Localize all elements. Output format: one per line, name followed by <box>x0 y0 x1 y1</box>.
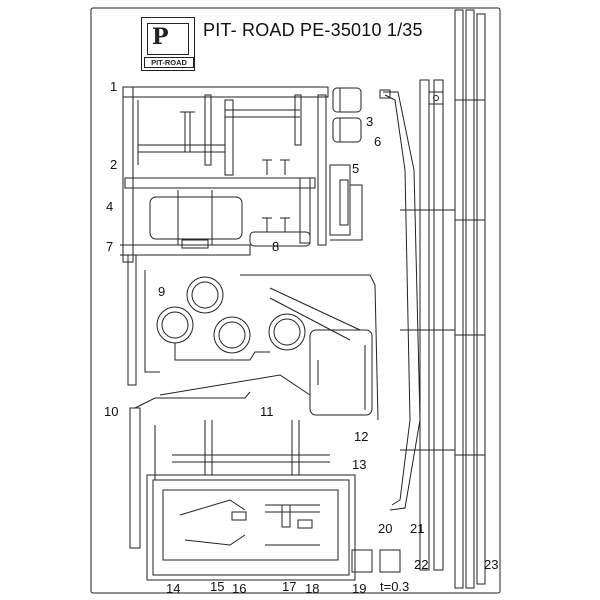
label-11: 11 <box>260 404 274 419</box>
label-14: 14 <box>166 581 181 596</box>
label-8: 8 <box>272 239 280 254</box>
label-21: 21 <box>410 521 425 536</box>
label-16: 16 <box>232 581 247 596</box>
label-5: 5 <box>352 161 360 176</box>
label-17: 17 <box>282 579 297 594</box>
part-1-frame <box>122 86 329 263</box>
part-3-6-blocks <box>332 87 362 143</box>
label-2: 2 <box>110 157 118 172</box>
part-19-22-tabs <box>351 549 401 573</box>
part-10-strips <box>127 254 251 549</box>
label-15: 15 <box>210 579 225 594</box>
label-22: 22 <box>414 557 429 572</box>
label-12: 12 <box>354 429 369 444</box>
label-1: 1 <box>110 79 118 94</box>
label-9: 9 <box>158 284 166 299</box>
label-10: 10 <box>104 404 119 419</box>
label-23: 23 <box>484 557 499 572</box>
pit-road-logo: P PIT-ROAD <box>141 17 195 71</box>
part-4-bracket <box>124 177 316 249</box>
thickness-label: t=0.3 <box>380 579 410 594</box>
logo-mark: P <box>147 23 189 55</box>
part-2-clips <box>262 159 290 175</box>
label-4: 4 <box>106 199 114 214</box>
label-13: 13 <box>352 457 367 472</box>
part-11-strips <box>159 274 379 421</box>
label-20: 20 <box>378 521 393 536</box>
fret-title: PIT- ROAD PE-35010 1/35 <box>203 20 423 40</box>
label-3: 3 <box>366 114 374 129</box>
label-19: 19 <box>352 581 367 596</box>
part-14-frame <box>146 420 356 581</box>
part-20-curved <box>379 89 421 511</box>
label-6: 6 <box>374 134 382 149</box>
part-9-octagons <box>156 276 306 361</box>
part-5-bracket <box>329 164 363 241</box>
part-8-tabs <box>249 217 311 247</box>
part-23-strips <box>454 9 486 589</box>
logo-text: PIT-ROAD <box>144 57 194 68</box>
part-7-arm <box>120 244 251 256</box>
label-7: 7 <box>106 239 114 254</box>
part-12-tank <box>309 329 373 416</box>
fret-outline <box>90 7 501 594</box>
label-18: 18 <box>305 581 320 596</box>
part-15-18-small <box>179 499 320 546</box>
part-21-strips <box>400 79 455 571</box>
